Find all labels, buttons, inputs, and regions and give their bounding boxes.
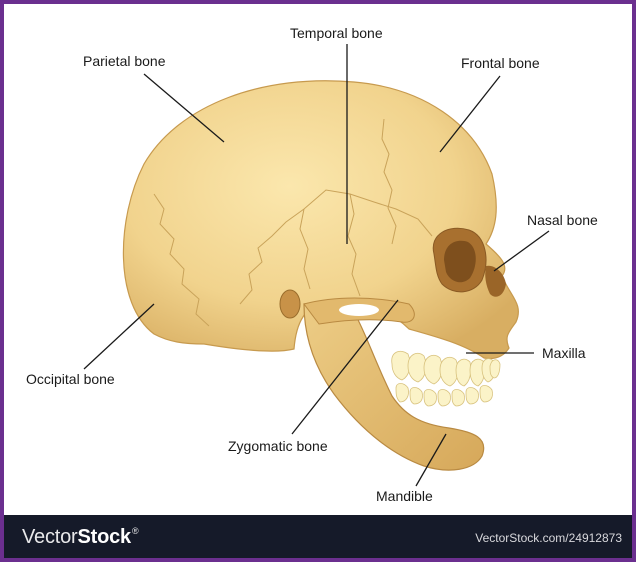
label-nasal-bone: Nasal bone xyxy=(527,212,598,228)
leader-line-occipital xyxy=(84,304,154,369)
label-frontal-bone: Frontal bone xyxy=(461,55,540,71)
watermark-bar: VectorStock® VectorStock.com/24912873 xyxy=(4,515,632,558)
leader-line-nasal xyxy=(494,231,549,271)
label-occipital-bone: Occipital bone xyxy=(26,371,115,387)
stock-image-id: VectorStock.com/24912873 xyxy=(475,531,622,545)
logo-text-bold: Stock xyxy=(78,526,131,548)
label-mandible: Mandible xyxy=(376,488,433,504)
label-zygomatic-bone: Zygomatic bone xyxy=(228,438,328,454)
registered-mark: ® xyxy=(132,526,138,536)
zygomatic-gap xyxy=(339,304,379,316)
ear-canal-shape xyxy=(280,290,300,318)
teeth-group xyxy=(392,351,500,406)
label-maxilla: Maxilla xyxy=(542,345,586,361)
vectorstock-logo: VectorStock® xyxy=(22,526,138,549)
orbit-highlight xyxy=(444,241,476,282)
logo-text-light: Vector xyxy=(22,526,78,548)
label-temporal-bone: Temporal bone xyxy=(290,25,383,41)
label-parietal-bone: Parietal bone xyxy=(83,53,166,69)
diagram-canvas: Temporal bone Parietal bone Frontal bone… xyxy=(4,4,632,515)
